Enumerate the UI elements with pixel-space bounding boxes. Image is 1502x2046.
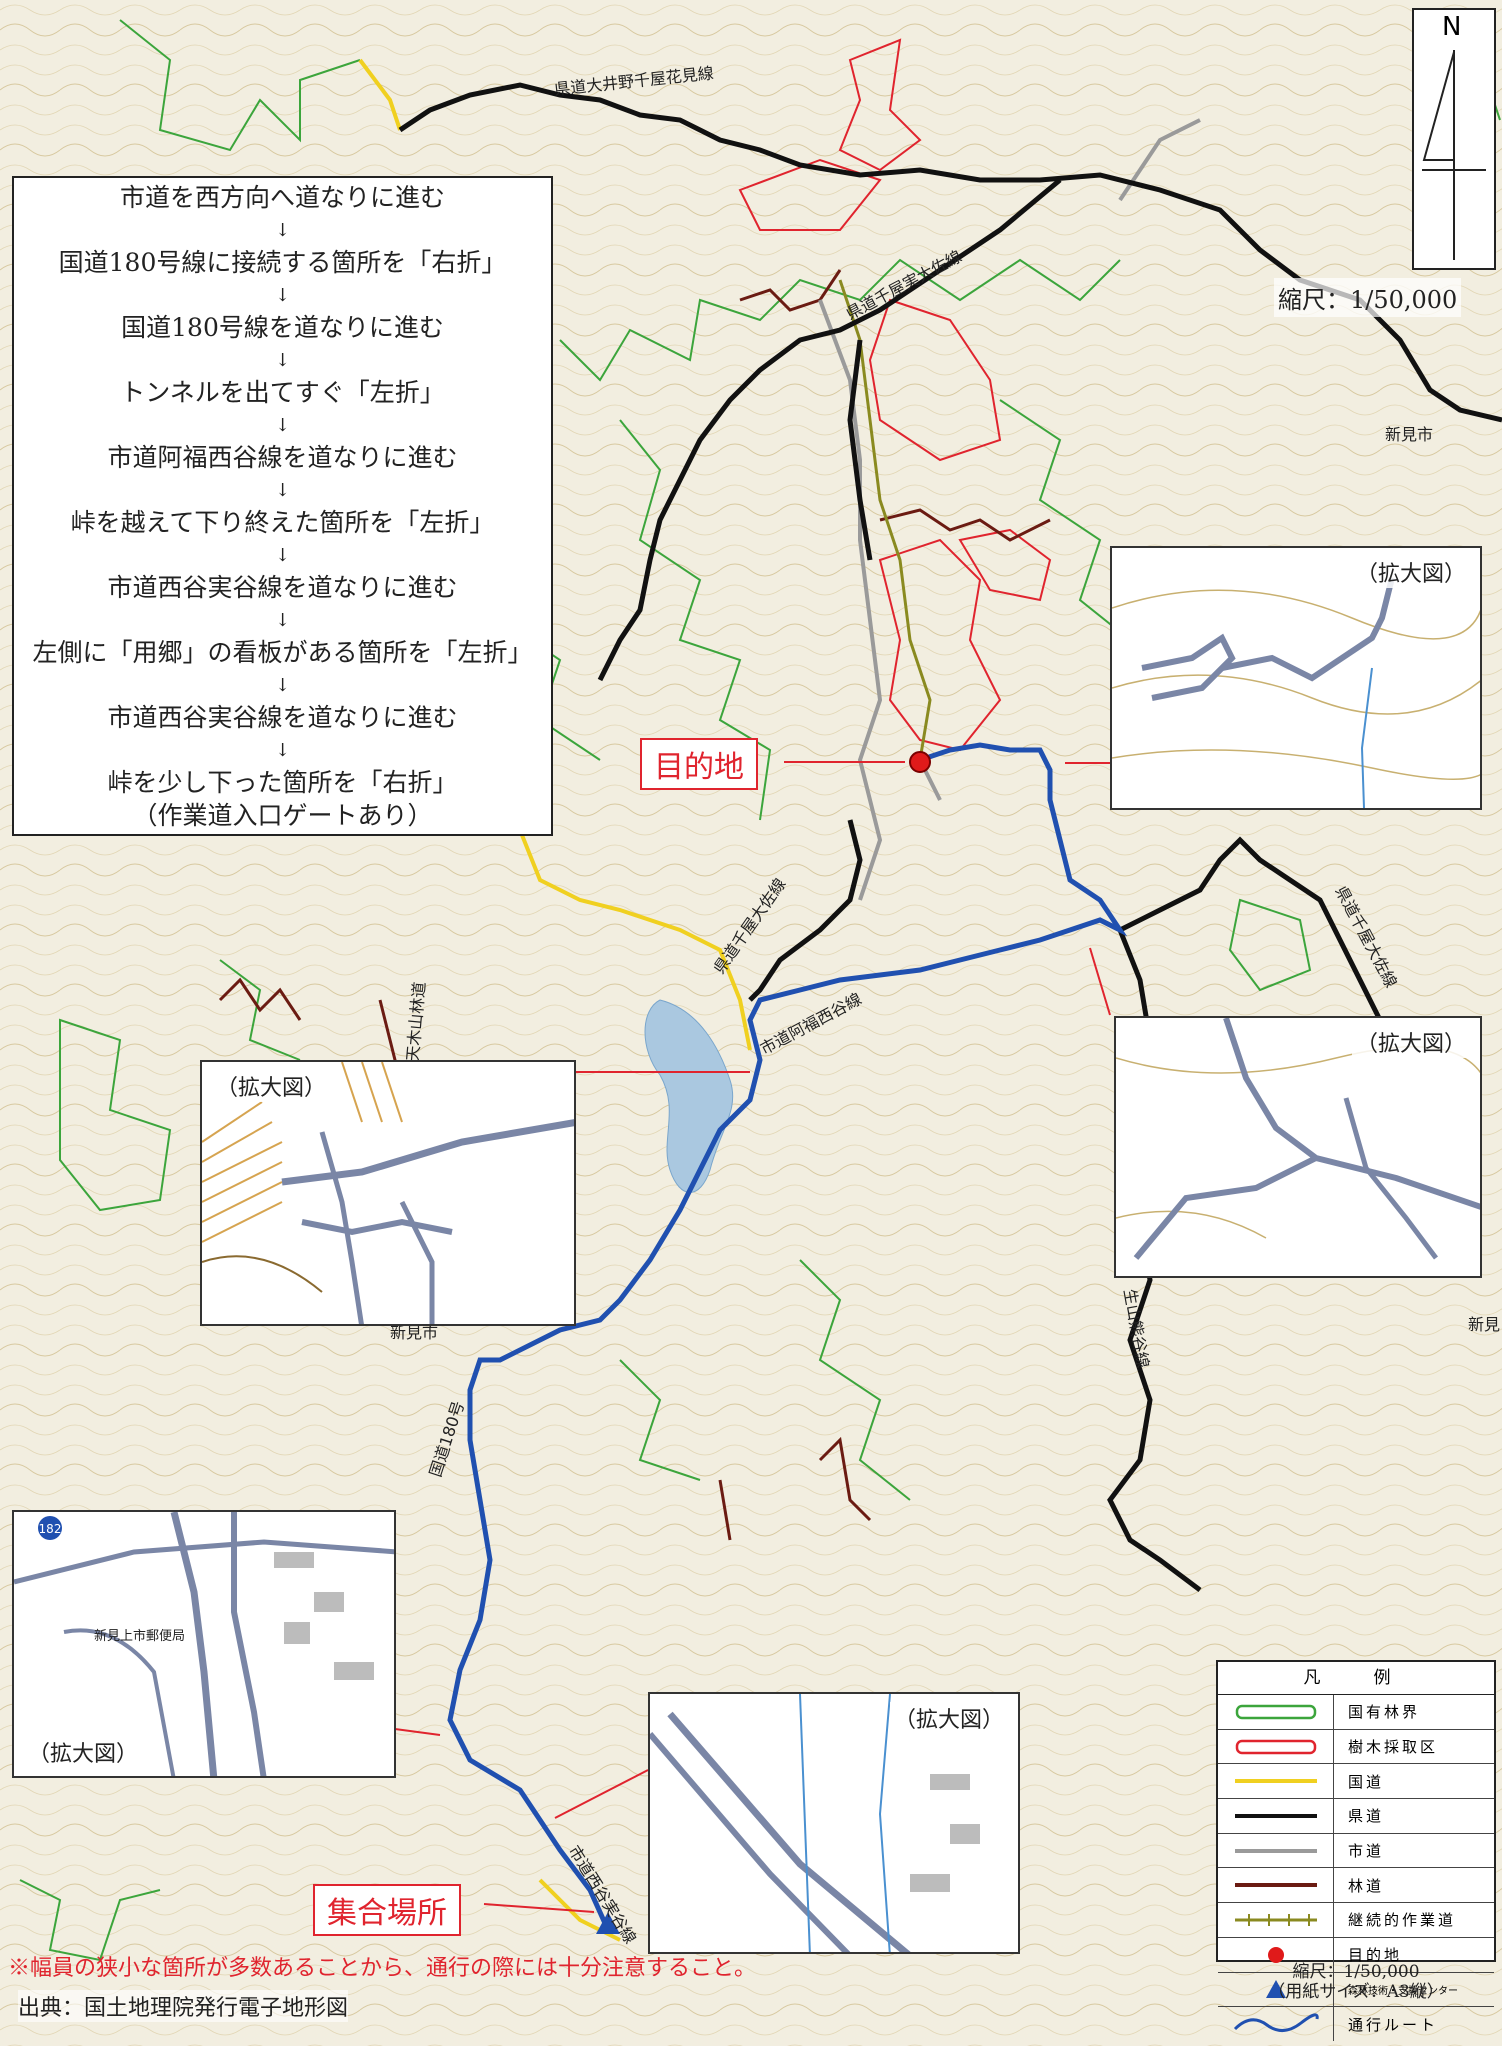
legend-item: 市道 — [1218, 1833, 1494, 1869]
prefectural-road-icon — [1234, 1813, 1317, 1818]
destination-icon — [1267, 1946, 1284, 1963]
national-forest-boundary-icon — [1235, 1704, 1316, 1720]
legend-item: 目的地 — [1218, 1937, 1494, 1973]
direction-step: 左側に「用郷」の看板がある箇所を「左折」 — [32, 638, 533, 667]
legend-title: 凡 例 — [1218, 1662, 1494, 1695]
down-arrow-icon: ↓ — [274, 284, 291, 306]
direction-step: 市道西谷実谷線を道なりに進む — [107, 573, 458, 602]
directions-panel: 市道を西方向へ道なりに進む ↓ 国道180号線に接続する箇所を「右折」 ↓ 国道… — [12, 176, 553, 836]
direction-step: 市道西谷実谷線を道なりに進む — [107, 703, 458, 732]
direction-step: 峠を少し下った箇所を「右折」 — [107, 768, 458, 797]
zoom-map — [1116, 1018, 1480, 1260]
forest-road-icon — [1234, 1883, 1317, 1888]
legend-item: 県道 — [1218, 1799, 1494, 1834]
down-arrow-icon: ↓ — [274, 479, 291, 501]
zoom-inset-national-road[interactable]: 182 新見上市郵便局 （拡大図） — [12, 1510, 396, 1778]
zoom-map — [1112, 577, 1480, 808]
paper-size-label: （用紙サイズ：A3縦） — [1268, 1982, 1444, 2002]
meeting-place-marker[interactable] — [596, 1912, 620, 1934]
place-label-niimi-3: 新見 — [1468, 1315, 1500, 1334]
route-icon — [1233, 2013, 1319, 2033]
post-office-label: 新見上市郵便局 — [94, 1628, 185, 1644]
national-road — [358, 58, 402, 131]
route-badge: 182 — [39, 1522, 62, 1536]
destination-marker[interactable] — [909, 751, 931, 773]
legend-item: 通行ルート — [1218, 2007, 1494, 2041]
zoom-label: （拡大図） — [889, 1702, 1008, 1734]
north-label: N — [1442, 12, 1462, 42]
meeting-place-tag: 集合場所 — [313, 1884, 461, 1936]
legend-item: 国道 — [1218, 1764, 1494, 1800]
harvest-area-icon — [1235, 1739, 1316, 1754]
direction-note: （作業道入口ゲートあり） — [132, 800, 433, 830]
legend-item: 樹木採取区 — [1218, 1729, 1494, 1765]
pointer-arrows — [394, 761, 1111, 1913]
scale-info: 縮尺：1/50,000 （用紙サイズ：A3縦） — [1216, 1962, 1496, 2002]
down-arrow-icon: ↓ — [274, 674, 291, 696]
travel-route — [447, 742, 1128, 1932]
national-road-icon — [1234, 1779, 1317, 1784]
caution-note: ※幅員の狭小な箇所が多数あることから、通行の際には十分注意すること。 — [8, 1956, 757, 1981]
place-label-niimi-1: 新見市 — [390, 1323, 438, 1342]
down-arrow-icon: ↓ — [274, 349, 291, 371]
zoom-inset-tunnel[interactable]: （拡大図） — [200, 1060, 576, 1326]
source-credit: 出典：国土地理院発行電子地形図 — [18, 1990, 349, 2022]
direction-step: 峠を越えて下り終えた箇所を「左折」 — [70, 508, 495, 537]
zoom-label: （拡大図） — [1351, 556, 1470, 588]
national-road-south — [518, 829, 752, 1051]
zoom-map — [202, 1062, 574, 1324]
direction-step: 市道を西方向へ道なりに進む — [119, 183, 445, 212]
zoom-inset-meeting[interactable]: （拡大図） — [648, 1692, 1020, 1954]
direction-step: トンネルを出てすぐ「左折」 — [120, 378, 445, 407]
scale-label: 縮尺：1/50,000 — [1274, 278, 1462, 317]
zoom-label: （拡大図） — [212, 1070, 331, 1102]
zoom-inset-destination[interactable]: （拡大図） — [1110, 546, 1482, 810]
down-arrow-icon: ↓ — [274, 739, 291, 761]
scale-bottom-label: 縮尺：1/50,000 — [1292, 1962, 1420, 1982]
legend-item: 継続的作業道 — [1218, 1903, 1494, 1938]
down-arrow-icon: ↓ — [274, 544, 291, 566]
direction-step: 国道180号線を道なりに進む — [121, 313, 444, 342]
zoom-label: （拡大図） — [24, 1736, 143, 1768]
north-arrow-icon — [1422, 50, 1486, 260]
place-label-niimi-2: 新見市 — [1385, 425, 1433, 444]
legend-item: 森林技術・支援センター — [1218, 1972, 1494, 2008]
down-arrow-icon: ↓ — [274, 219, 291, 241]
down-arrow-icon: ↓ — [274, 609, 291, 631]
zoom-label: （拡大図） — [1351, 1026, 1470, 1058]
work-road-icon — [1234, 1913, 1317, 1926]
down-arrow-icon: ↓ — [274, 414, 291, 436]
zoom-inset-junction[interactable]: （拡大図） — [1114, 1016, 1482, 1278]
legend-item: 国有林界 — [1218, 1695, 1494, 1730]
center-triangle-icon — [1265, 1980, 1286, 1999]
city-road-icon — [1234, 1848, 1317, 1853]
destination-tag: 目的地 — [640, 738, 758, 790]
direction-step: 市道阿福西谷線を道なりに進む — [107, 443, 458, 472]
north-arrow: N — [1412, 8, 1496, 270]
legend-item: 林道 — [1218, 1868, 1494, 1904]
legend: 凡 例 国有林界 樹木採取区 国道 県道 市道 林道 継続的作業道 目的地 森林… — [1216, 1660, 1496, 2041]
work-road — [838, 279, 932, 761]
direction-step: 国道180号線に接続する箇所を「右折」 — [58, 248, 507, 277]
zoom-map: 182 新見上市郵便局 — [14, 1512, 394, 1776]
zoom-map — [650, 1694, 980, 1952]
